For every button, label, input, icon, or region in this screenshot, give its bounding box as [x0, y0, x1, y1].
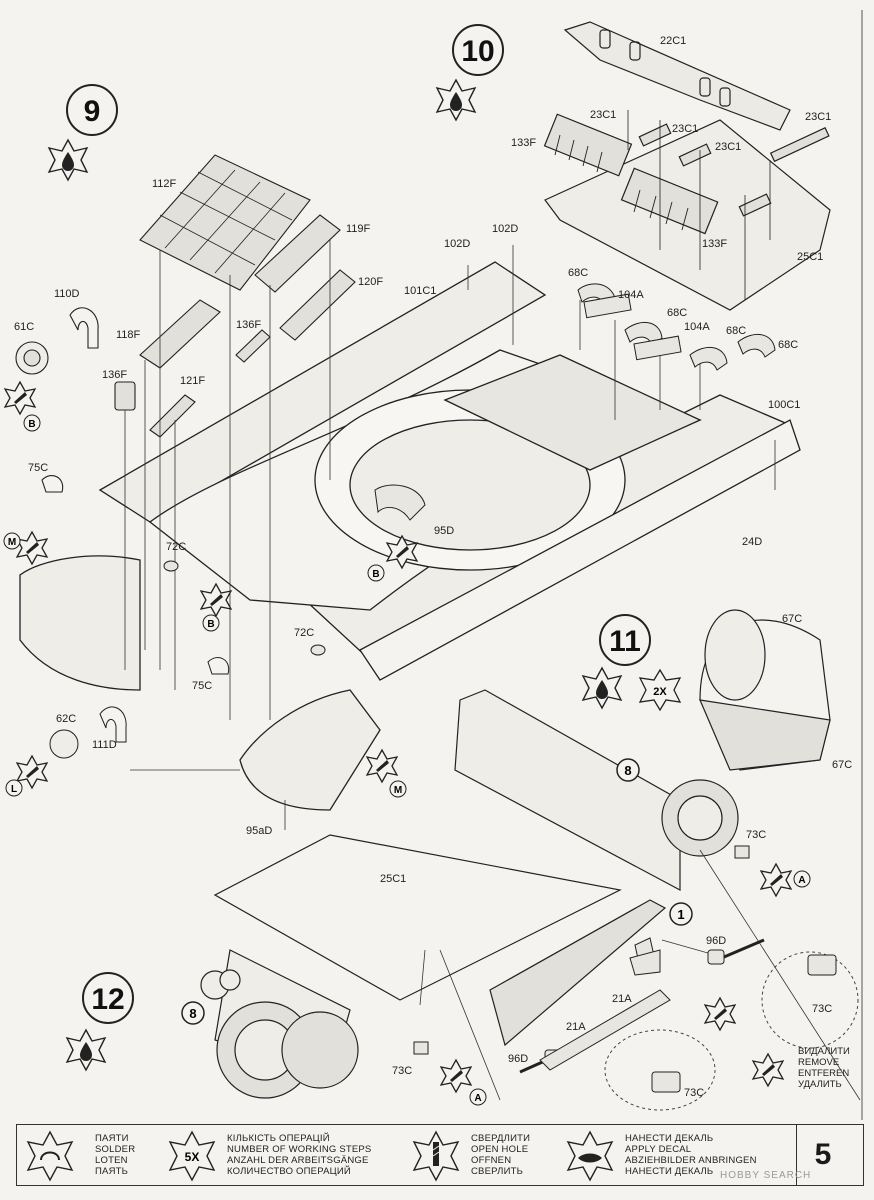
legend-open-hole: СВЕРДЛИТИ OPEN HOLE OFFNEN СВЕРЛИТЬ — [409, 1129, 559, 1183]
label-23c1-c: 23C1 — [715, 141, 741, 153]
step-number-9: 9 — [84, 95, 101, 128]
page-number: 5 — [796, 1124, 849, 1186]
marker-b-3: B — [372, 569, 379, 580]
marker-m-2: M — [394, 785, 402, 796]
label-95d: 95D — [434, 525, 454, 537]
small-parts — [49, 283, 837, 1093]
steps-count-icon: 5X — [168, 1130, 216, 1182]
label-25c1-top: 25C1 — [797, 251, 823, 263]
label-110d: 110D — [54, 288, 80, 300]
detail-callouts — [604, 951, 859, 1111]
label-136f-a: 136F — [236, 319, 261, 331]
step-11-assembly — [454, 609, 831, 1047]
label-61c: 61C — [14, 321, 34, 333]
label-95ad: 95aD — [246, 825, 272, 837]
step-10-assembly — [543, 21, 831, 311]
label-133f-a: 133F — [511, 137, 536, 149]
label-100c1: 100C1 — [768, 399, 800, 411]
solder-icon — [26, 1130, 74, 1182]
marker-a-2: A — [474, 1093, 481, 1104]
legend-working-steps-text: КІЛЬКІСТЬ ОПЕРАЦІЙ NUMBER OF WORKING STE… — [227, 1133, 372, 1177]
label-72c-b: 72C — [294, 627, 314, 639]
marker-b-1: B — [28, 419, 35, 430]
label-73c-d: 73C — [684, 1087, 704, 1099]
legend-solder: ПАЯТИ SOLDER LOTEN ПАЯТЬ — [23, 1129, 203, 1183]
letter-markers: B B B M M L A A 8 8 1 — [3, 414, 811, 1106]
marker-b-2: B — [207, 619, 214, 630]
label-21a-b: 21A — [566, 1021, 586, 1033]
label-136f-b: 136F — [102, 369, 127, 381]
label-25c1-mid: 25C1 — [380, 873, 406, 885]
step-badge-12: 12 — [66, 972, 134, 1071]
drill-icon — [412, 1130, 460, 1182]
part-labels: 22C1 23C1 23C1 23C1 23C1 133F 133F 25C1 … — [14, 35, 852, 1099]
legend-open-hole-text: СВЕРДЛИТИ OPEN HOLE OFFNEN СВЕРЛИТЬ — [471, 1133, 531, 1177]
watermark: HOBBY SEARCH — [720, 1170, 812, 1181]
label-23c1-d: 23C1 — [805, 111, 831, 123]
step-number-11: 11 — [609, 625, 641, 658]
label-75c-a: 75C — [28, 462, 48, 474]
label-133f-b: 133F — [702, 238, 727, 250]
label-101c1: 101C1 — [404, 285, 436, 297]
legend-apply-decal: НАНЕСТИ ДЕКАЛЬ APPLY DECAL ABZIEHBILDER … — [563, 1129, 803, 1183]
label-104a-a: 104A — [618, 289, 644, 301]
label-120f: 120F — [358, 276, 383, 288]
label-75c-b: 75C — [192, 680, 212, 692]
steps-count-badge: 5X — [185, 1150, 200, 1164]
label-68c-b: 68C — [667, 307, 687, 319]
label-96d-b: 96D — [508, 1053, 528, 1065]
label-111d: 111D — [92, 739, 117, 751]
label-23c1-a: 23C1 — [590, 109, 616, 121]
label-68c-a: 68C — [568, 267, 588, 279]
label-119f: 119F — [346, 223, 371, 235]
step-12-assembly — [200, 834, 622, 1099]
sub-step-8-b: 8 — [189, 1006, 196, 1021]
label-62c: 62C — [56, 713, 76, 725]
label-72c-a: 72C — [166, 541, 186, 553]
step-badge-9: 9 — [48, 84, 118, 181]
label-118f: 118F — [116, 329, 141, 341]
label-68c-c: 68C — [726, 325, 746, 337]
label-22c1: 22C1 — [660, 35, 686, 47]
step-badge-11: 11 2X — [582, 614, 682, 712]
label-121f: 121F — [180, 375, 205, 387]
legend-working-steps: 5X КІЛЬКІСТЬ ОПЕРАЦІЙ NUMBER OF WORKING … — [165, 1129, 395, 1183]
hull-body — [19, 261, 801, 811]
label-73c-c: 73C — [392, 1065, 412, 1077]
label-112f: 112F — [152, 178, 177, 190]
legend-apply-decal-text: НАНЕСТИ ДЕКАЛЬ APPLY DECAL ABZIEHBILDER … — [625, 1133, 757, 1177]
remove-note-uk: ВИДАЛИТИ — [798, 1046, 850, 1057]
marker-l-1: L — [11, 784, 17, 795]
remove-note: ВИДАЛИТИ REMOVE ENTFEREN УДАЛИТЬ — [798, 1046, 850, 1090]
label-24d: 24D — [742, 536, 762, 548]
leader-lines — [124, 240, 861, 1101]
marker-m-1: M — [8, 537, 16, 548]
step-badge-10: 10 — [436, 24, 504, 121]
remove-note-en: REMOVE — [798, 1057, 840, 1068]
symbol-legend: ПАЯТИ SOLDER LOTEN ПАЯТЬ 5X КІЛЬКІСТЬ ОП… — [16, 1124, 864, 1186]
label-21a-a: 21A — [612, 993, 632, 1005]
remove-note-de: ENTFEREN — [798, 1068, 850, 1079]
label-67c-a: 67C — [782, 613, 802, 625]
label-73c-a: 73C — [746, 829, 766, 841]
steps-multiplier-badge: 2X — [653, 686, 667, 698]
sub-step-8-a: 8 — [624, 763, 631, 778]
step-number-12: 12 — [91, 983, 124, 1016]
label-102d-b: 102D — [492, 223, 518, 235]
legend-solder-text: ПАЯТИ SOLDER LOTEN ПАЯТЬ — [95, 1133, 136, 1177]
label-104a-b: 104A — [684, 321, 710, 333]
sub-step-1: 1 — [677, 907, 684, 922]
label-68c-d: 68C — [778, 339, 798, 351]
remove-note-ru: УДАЛИТЬ — [798, 1079, 842, 1090]
step-number-10: 10 — [461, 35, 494, 68]
marker-a-1: A — [798, 875, 805, 886]
label-67c-b: 67C — [832, 759, 852, 771]
label-102d-a: 102D — [444, 238, 470, 250]
decal-icon — [566, 1130, 614, 1182]
label-73c-b: 73C — [812, 1003, 832, 1015]
label-96d-a: 96D — [706, 935, 726, 947]
label-23c1-b: 23C1 — [672, 123, 698, 135]
